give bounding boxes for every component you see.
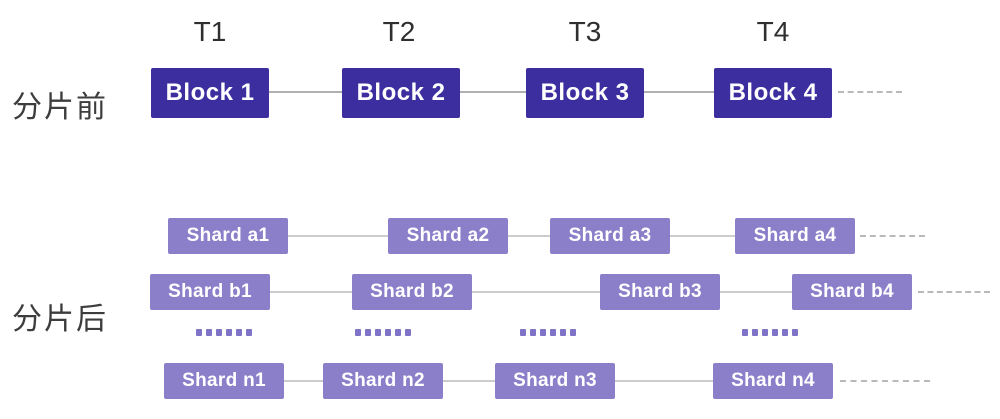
- dotted-continuation-line: [860, 235, 925, 237]
- shard-box-b3: Shard b3: [600, 274, 720, 310]
- shard-box-b4: Shard b4: [792, 274, 912, 310]
- shard-box-a2: Shard a2: [388, 218, 508, 254]
- shard-box-a4: Shard a4: [735, 218, 855, 254]
- after-sharding-label: 分片后: [12, 303, 108, 336]
- connector-line: [269, 91, 342, 93]
- connector-line: [284, 380, 323, 382]
- time-label-t3: T3: [568, 16, 602, 47]
- shard-box-b2: Shard b2: [352, 274, 472, 310]
- before-sharding-label: 分片前: [12, 91, 108, 124]
- connector-line: [670, 235, 735, 237]
- block-box-4: Block 4: [714, 68, 832, 118]
- connector-line: [460, 91, 526, 93]
- connector-line: [443, 380, 495, 382]
- shard-box-b1: Shard b1: [150, 274, 270, 310]
- time-label-t4: T4: [756, 16, 790, 47]
- dotted-continuation-line: [918, 291, 990, 293]
- connector-line: [720, 291, 792, 293]
- ellipsis-dots: [742, 329, 798, 336]
- ellipsis-dots: [355, 329, 411, 336]
- shard-box-a1: Shard a1: [168, 218, 288, 254]
- ellipsis-dots: [520, 329, 576, 336]
- ellipsis-dots: [196, 329, 252, 336]
- shard-box-n3: Shard n3: [495, 363, 615, 399]
- shard-box-n1: Shard n1: [164, 363, 284, 399]
- shard-box-n2: Shard n2: [323, 363, 443, 399]
- connector-line: [288, 235, 388, 237]
- dotted-continuation-line: [838, 91, 902, 93]
- block-box-2: Block 2: [342, 68, 460, 118]
- connector-line: [472, 291, 600, 293]
- shard-box-a3: Shard a3: [550, 218, 670, 254]
- connector-line: [644, 91, 714, 93]
- block-box-1: Block 1: [151, 68, 269, 118]
- connector-line: [508, 235, 550, 237]
- time-label-t1: T1: [193, 16, 227, 47]
- dotted-continuation-line: [840, 380, 930, 382]
- shard-box-n4: Shard n4: [713, 363, 833, 399]
- connector-line: [270, 291, 352, 293]
- connector-line: [615, 380, 713, 382]
- time-label-t2: T2: [382, 16, 416, 47]
- block-box-3: Block 3: [526, 68, 644, 118]
